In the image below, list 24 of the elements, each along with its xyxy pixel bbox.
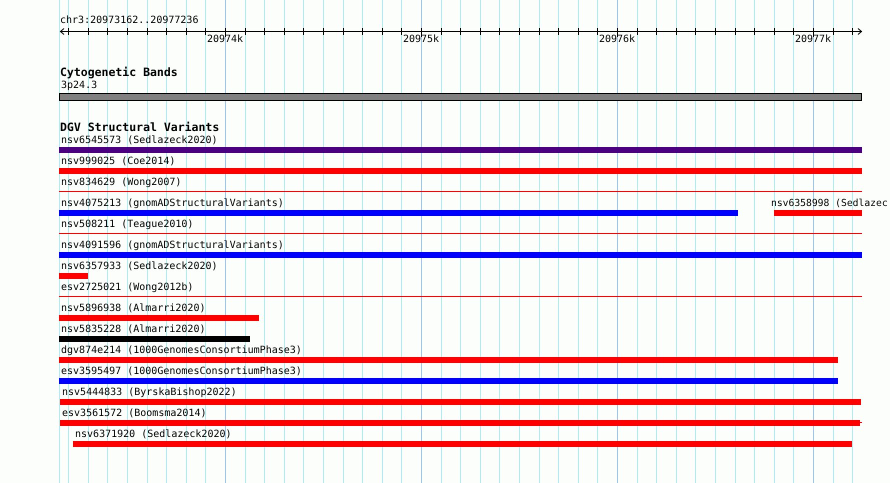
variant-label: nsv5444833 (ByrskaBishop2022) (61, 388, 237, 398)
variant-label: nsv4091596 (gnomADStructuralVariants) (60, 241, 284, 251)
variant-label: nsv5896938 (Almarri2020) (60, 304, 206, 314)
track-title: DGV Structural Variants (60, 121, 220, 133)
coordinate-label: chr3:20973162..20977236 (60, 16, 198, 26)
band-label: 3p24.3 (60, 81, 98, 91)
variant-label: esv3595497 (1000GenomesConsortiumPhase3) (60, 367, 302, 377)
variant-label: nsv6371920 (Sedlazeck2020) (74, 430, 232, 440)
track-title: Cytogenetic Bands (60, 66, 178, 78)
variant-label: nsv6357933 (Sedlazeck2020) (60, 262, 218, 272)
variant-label: nsv5835228 (Almarri2020) (60, 325, 206, 335)
variant-label: nsv6358998 (Sedlazec (771, 199, 888, 209)
tick-label: 20975k (402, 35, 440, 45)
variant-label: esv3561572 (Boomsma2014) (61, 409, 206, 419)
tick-label: 20976k (598, 35, 636, 45)
tick-label: 20974k (206, 35, 244, 45)
variant-label: nsv834629 (Wong2007) (60, 178, 182, 188)
variant-label: nsv4075213 (gnomADStructuralVariants) (60, 199, 284, 209)
variant-label: nsv508211 (Teague2010) (60, 220, 194, 230)
variant-label: nsv6545573 (Sedlazeck2020) (60, 136, 218, 146)
variant-label: dgv874e214 (1000GenomesConsortiumPhase3) (60, 346, 302, 356)
tick-label: 20977k (794, 35, 832, 45)
variant-label: nsv999025 (Coe2014) (60, 157, 176, 167)
variant-label: esv2725021 (Wong2012b) (60, 283, 194, 293)
